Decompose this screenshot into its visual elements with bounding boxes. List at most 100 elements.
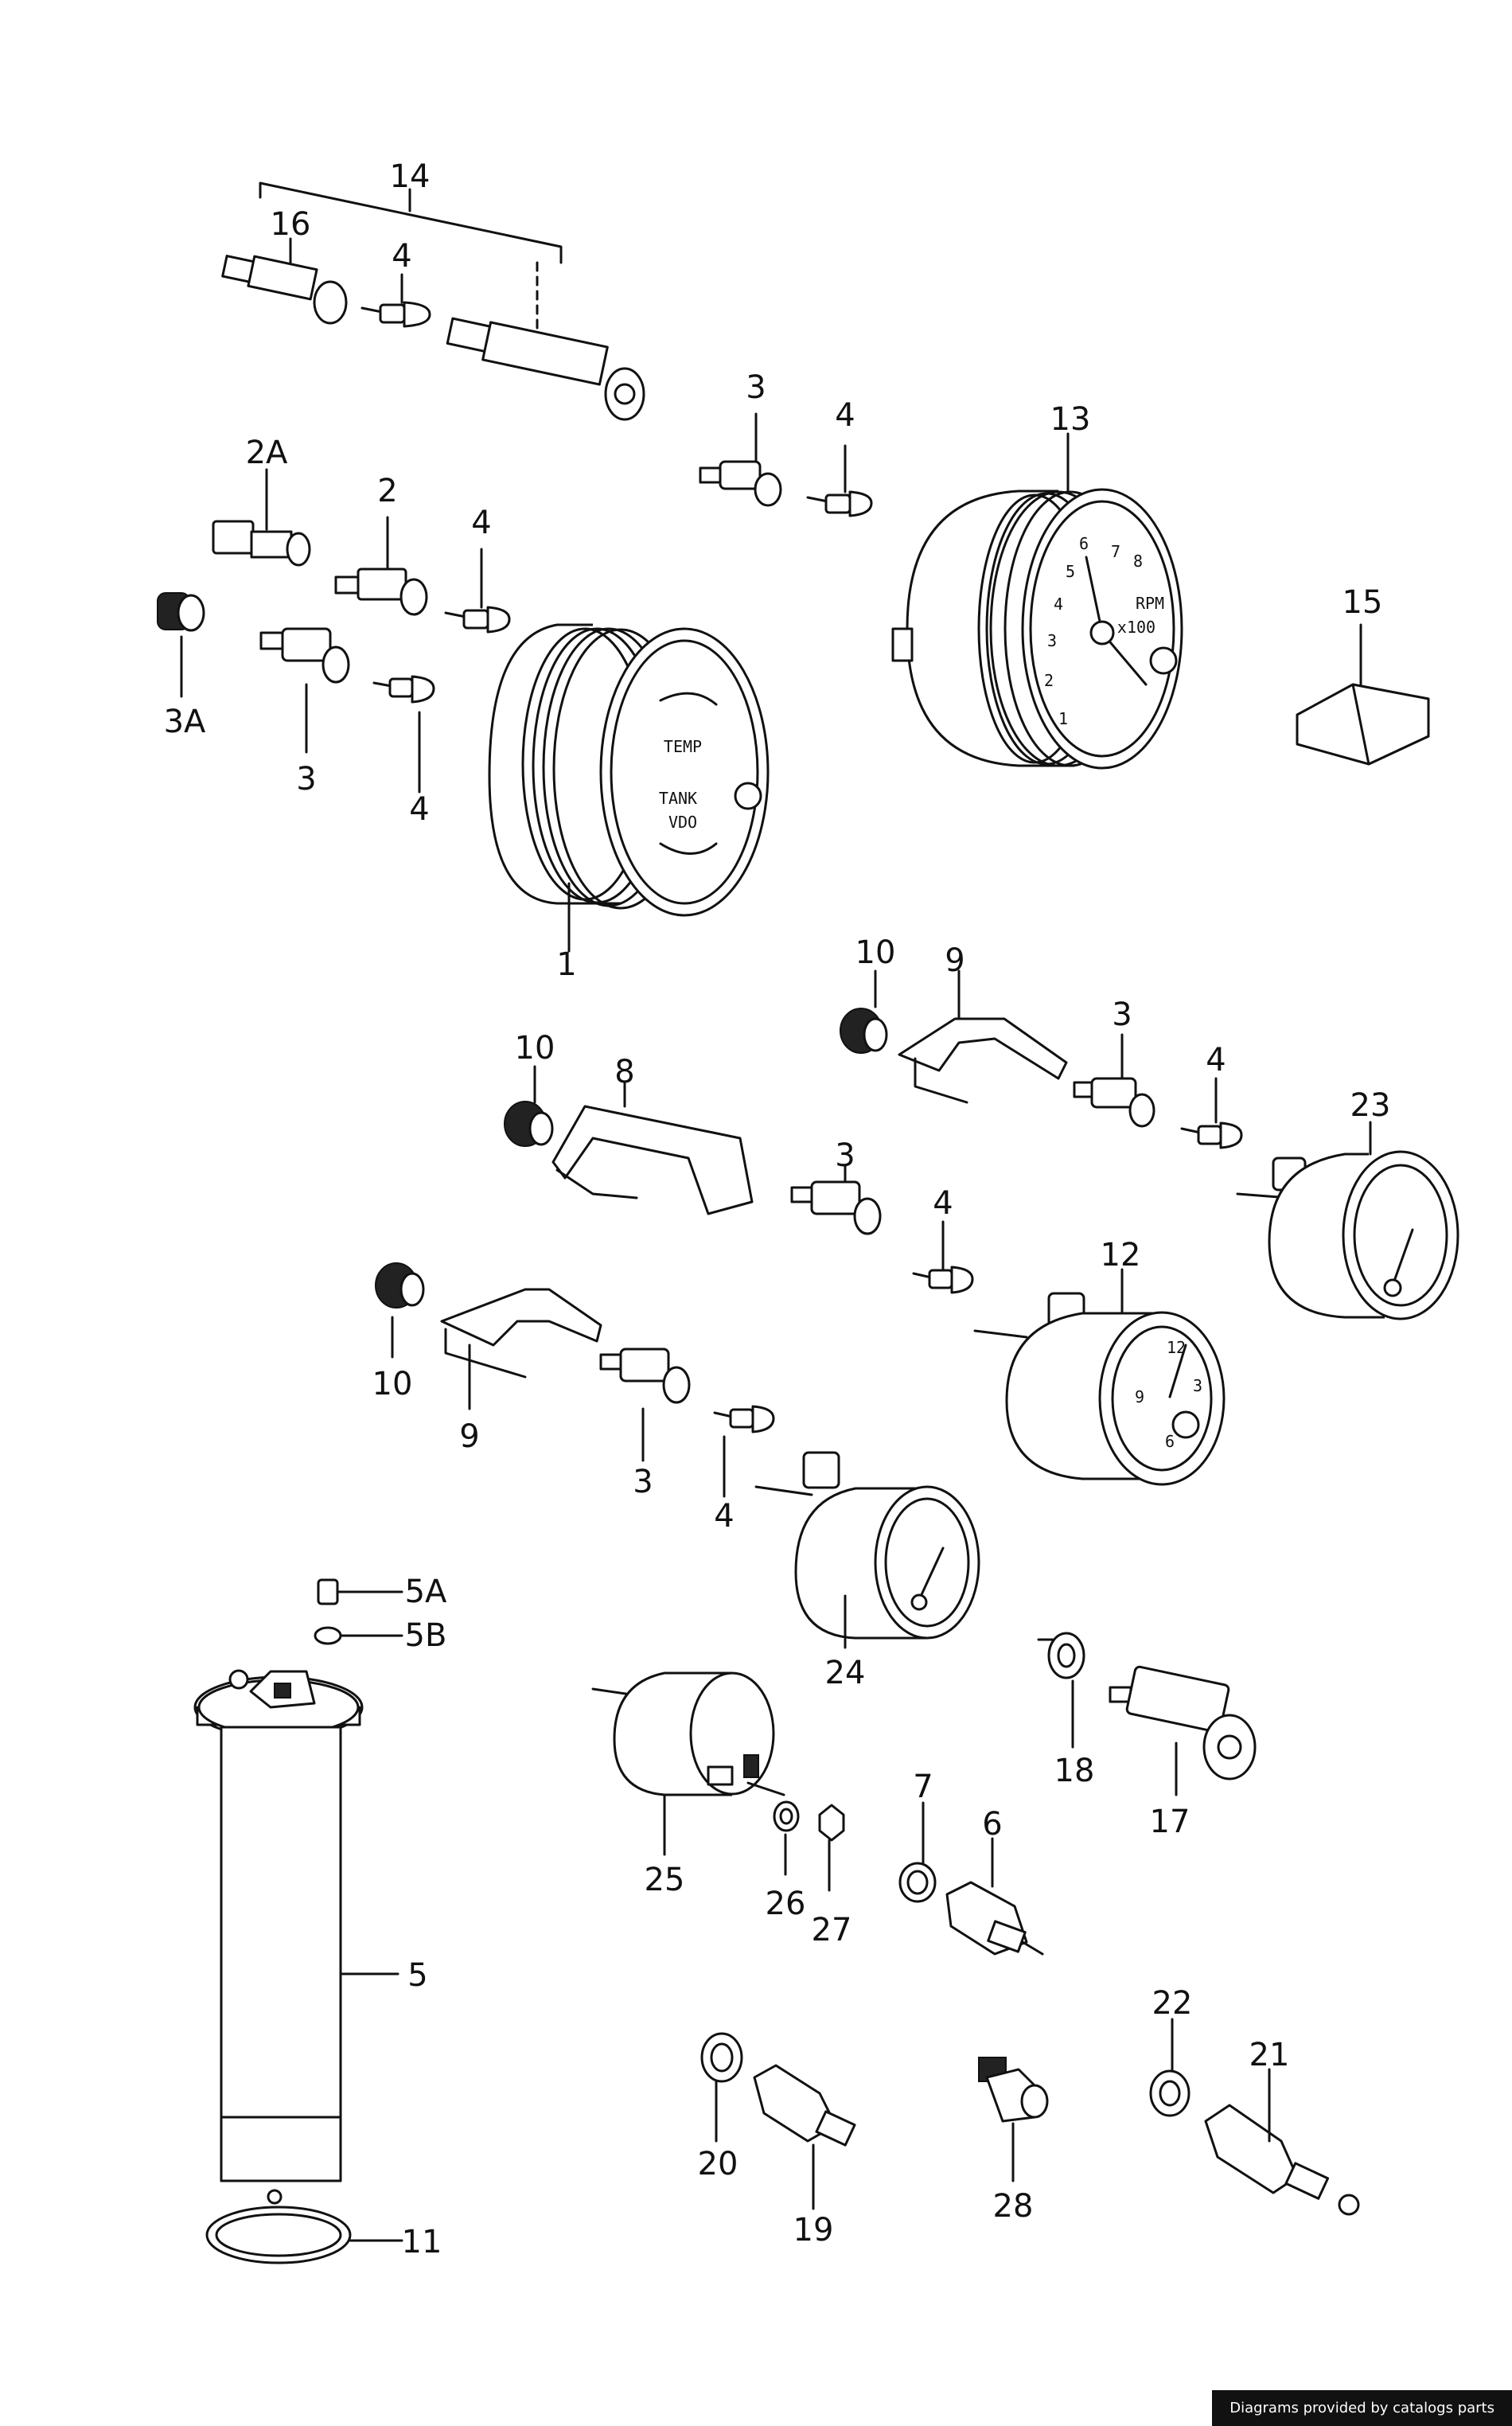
- callout-20: 20: [698, 2146, 738, 2182]
- part-2A-socket: [212, 468, 311, 567]
- part-10-knob-a: [840, 969, 888, 1054]
- callout-12: 12: [1101, 1237, 1141, 1273]
- svg-text:x100: x100: [1117, 618, 1155, 637]
- part-8-bracket: [551, 1081, 754, 1215]
- callout-17: 17: [1150, 1804, 1191, 1840]
- part-9-bracket-a: [898, 969, 1068, 1104]
- part-3A-cap: [157, 592, 205, 698]
- callout-28: 28: [993, 2188, 1034, 2225]
- part-21-sender: [1204, 2068, 1360, 2216]
- part-25-pressure-sender: [591, 1671, 785, 1856]
- svg-text:2: 2: [1044, 671, 1054, 690]
- callout-5A: 5A: [405, 1574, 447, 1610]
- callout-18: 18: [1054, 1753, 1095, 1789]
- callout-4: 4: [714, 1498, 734, 1535]
- callout-3A: 3A: [164, 704, 206, 740]
- part-4-bulb-e: [1180, 1077, 1243, 1149]
- callout-9: 9: [459, 1418, 479, 1455]
- part-1-combination-gauge: TEMP TANK VDO: [488, 623, 770, 953]
- callout-4: 4: [392, 238, 411, 275]
- callout-7: 7: [913, 1769, 933, 1805]
- callout-13: 13: [1050, 401, 1091, 438]
- part-13-tachometer: 1 2 3 4 5 6 7 8 RPM x100: [891, 432, 1183, 770]
- part-4-bulb-g: [713, 1405, 775, 1498]
- callout-10: 10: [515, 1030, 555, 1067]
- callout-4: 4: [409, 791, 429, 828]
- part-10-knob-b: [504, 1065, 554, 1147]
- callout-6: 6: [982, 1806, 1002, 1843]
- svg-text:6: 6: [1079, 534, 1089, 553]
- part-4-bulb-d: [372, 675, 435, 794]
- part-10-knob-c: [375, 1262, 425, 1359]
- callout-4: 4: [1206, 1042, 1226, 1078]
- svg-text:8: 8: [1133, 552, 1143, 571]
- callout-4: 4: [471, 505, 491, 541]
- callout-26: 26: [766, 1886, 806, 1922]
- part-26-washer: [773, 1800, 800, 1876]
- callout-21: 21: [1249, 2037, 1290, 2073]
- callout-3: 3: [633, 1464, 653, 1500]
- part-27-nut: [818, 1804, 845, 1892]
- part-14-long-socket: [446, 317, 645, 421]
- part-3-socket-b: [259, 627, 350, 754]
- part-3-socket-e: [599, 1348, 691, 1462]
- part-11-gasket: [205, 2206, 403, 2264]
- callout-22: 22: [1152, 1985, 1193, 2022]
- part-12-clock: 12 3 6 9: [973, 1268, 1226, 1486]
- callout-10: 10: [855, 934, 896, 971]
- part-4-bulb-b: [806, 444, 873, 517]
- part-5B-washer: [314, 1626, 403, 1645]
- part-28-pressure-switch: [978, 2057, 1049, 2182]
- part-23-small-gauge: [1236, 1121, 1459, 1320]
- callout-5: 5: [407, 1957, 427, 1994]
- callout-16: 16: [271, 206, 311, 243]
- callout-25: 25: [645, 1862, 685, 1898]
- part-5A-screw: [317, 1578, 403, 1605]
- part-14-bracket: [259, 181, 563, 336]
- part-15-switch: [1296, 623, 1430, 766]
- svg-text:4: 4: [1054, 595, 1063, 614]
- part-22-seal-ring: [1149, 2018, 1191, 2117]
- svg-text:3: 3: [1047, 631, 1057, 650]
- callout-3: 3: [746, 369, 766, 406]
- callout-15: 15: [1342, 584, 1383, 621]
- callout-5B: 5B: [405, 1617, 447, 1654]
- callout-2A: 2A: [246, 435, 288, 471]
- diagram-credit: Diagrams provided by catalogs parts: [1212, 2390, 1512, 2426]
- svg-text:VDO: VDO: [668, 813, 697, 832]
- callout-2: 2: [377, 473, 397, 509]
- part-24-gauge: [754, 1451, 980, 1649]
- svg-text:7: 7: [1111, 542, 1120, 561]
- part-3-socket-d: [790, 1164, 882, 1235]
- part-3-socket-a: [699, 412, 782, 507]
- part-17-switch: [1109, 1665, 1257, 1796]
- part-5-level-sender: [193, 1669, 399, 2205]
- part-20-seal-ring: [700, 2032, 743, 2143]
- part-4-bulb-a: [360, 273, 431, 328]
- part-4-bulb-f: [912, 1220, 974, 1294]
- svg-text:1: 1: [1058, 709, 1068, 728]
- svg-text:3: 3: [1193, 1376, 1202, 1395]
- callout-10: 10: [372, 1366, 413, 1402]
- callout-1: 1: [556, 946, 576, 983]
- callout-14: 14: [390, 158, 431, 195]
- callout-3: 3: [1112, 997, 1132, 1033]
- svg-text:RPM: RPM: [1136, 594, 1164, 613]
- svg-text:TANK: TANK: [659, 789, 697, 808]
- callout-labels: 14 16 4 3 4 13 2A 2 4 15 3A 3 4 1 10 9 3…: [164, 158, 1391, 2260]
- callout-23: 23: [1350, 1087, 1391, 1124]
- callout-24: 24: [825, 1655, 866, 1691]
- callout-19: 19: [793, 2212, 834, 2249]
- svg-text:5: 5: [1066, 562, 1075, 581]
- callout-4: 4: [835, 397, 855, 434]
- svg-text:6: 6: [1165, 1432, 1175, 1451]
- callout-3: 3: [835, 1137, 855, 1174]
- part-19-sender: [753, 2064, 856, 2210]
- callout-9: 9: [945, 942, 964, 979]
- svg-text:12: 12: [1167, 1338, 1186, 1357]
- callout-8: 8: [614, 1054, 634, 1090]
- part-16-bulb-socket: [221, 237, 348, 325]
- callout-11: 11: [402, 2224, 442, 2260]
- part-4-bulb-c: [444, 548, 511, 634]
